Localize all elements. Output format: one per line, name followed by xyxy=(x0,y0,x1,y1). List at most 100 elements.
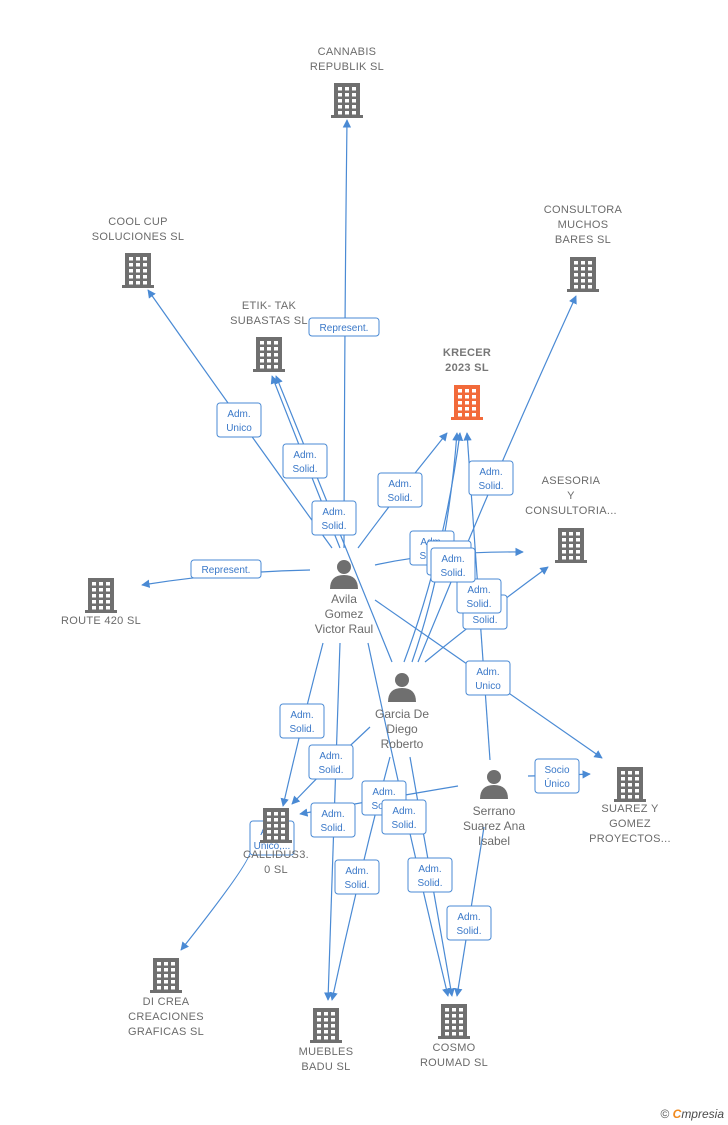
edge-label-box xyxy=(446,905,492,941)
company-name: 2023 SL xyxy=(445,362,489,374)
building-icon xyxy=(150,958,182,993)
company-name: GOMEZ xyxy=(609,818,651,830)
building-icon xyxy=(310,1008,342,1043)
company-node-coolcup[interactable]: COOL CUP SOLUCIONES SL xyxy=(92,216,185,288)
person-name: Victor Raul xyxy=(315,622,373,636)
brand-name: mpresia xyxy=(681,1107,724,1121)
edge-label-text: Solid. xyxy=(440,568,465,579)
edge-label-text: Solid. xyxy=(456,926,481,937)
edge-label-avila-callidus[interactable]: Adm. Solid. xyxy=(279,703,325,739)
edge-label-text: Solid. xyxy=(478,481,503,492)
edge-label-text: Solid. xyxy=(391,820,416,831)
edge-label-text: Solid. xyxy=(466,599,491,610)
edge-label-box xyxy=(377,472,423,508)
edge-label-box xyxy=(190,559,262,579)
company-name: COOL CUP xyxy=(108,216,167,228)
edge-label-text: Adm. xyxy=(372,787,395,798)
edge-label-text: Solid. xyxy=(289,724,314,735)
edge-label-text: Socio xyxy=(544,765,569,776)
edge-label-avila-cannabis[interactable]: Represent. xyxy=(308,317,380,337)
edge-label-text: Adm. xyxy=(441,554,464,565)
edge-label-text: Adm. xyxy=(290,710,313,721)
company-node-route[interactable]: ROUTE 420 SL xyxy=(61,578,141,627)
edge-label-avila-suarez[interactable]: Adm.Unico xyxy=(465,660,511,696)
edge-label-garcia-cosmo[interactable]: Adm.Solid. xyxy=(407,857,453,893)
edge-label-text: Adm. xyxy=(293,450,316,461)
edge-label-avila-cosmo[interactable]: Adm. Solid. xyxy=(381,799,427,835)
edge-label-serrano-krecer[interactable]: Adm.Solid. xyxy=(456,578,502,614)
edge-label-box xyxy=(534,758,580,794)
edge-label-avila-route[interactable]: Represent. xyxy=(190,559,262,579)
company-name: CREACIONES xyxy=(128,1011,204,1023)
person-name: Serrano xyxy=(473,804,516,818)
company-name: BARES SL xyxy=(555,234,611,246)
edge-label-text: Adm. xyxy=(322,507,345,518)
company-node-callidus[interactable]: CALLIDUS3.0 SL xyxy=(243,808,309,876)
edge-label-avila-muebles[interactable]: Adm.Solid. xyxy=(310,802,356,838)
company-node-krecer[interactable]: KRECER 2023 SL xyxy=(443,347,491,420)
person-icon xyxy=(388,673,416,702)
edge-label-garcia-krecer[interactable]: Adm. Solid. xyxy=(430,547,476,583)
edge-label-avila-krecer[interactable]: Adm.Solid. xyxy=(377,472,423,508)
edge-label-text: Solid. xyxy=(321,521,346,532)
company-name: MUCHOS xyxy=(558,219,609,231)
company-name: GRAFICAS SL xyxy=(128,1026,204,1038)
edge-label-garcia-consultora[interactable]: Adm.Solid. xyxy=(468,460,514,496)
edge-label-serrano-cosmo[interactable]: Adm.Solid. xyxy=(446,905,492,941)
edge-label-box xyxy=(308,317,380,337)
building-icon xyxy=(614,767,646,802)
edge-label-garcia-callidus[interactable]: Adm.Solid. xyxy=(308,744,354,780)
edge-label-box xyxy=(334,859,380,895)
company-name: ROUMAD SL xyxy=(420,1057,488,1069)
company-name: CONSULTORIA... xyxy=(525,505,617,517)
edge-label-garcia-muebles[interactable]: Adm.Solid. xyxy=(334,859,380,895)
company-name: SOLUCIONES SL xyxy=(92,231,185,243)
edge-label-box xyxy=(430,547,476,583)
company-name: Y xyxy=(567,490,575,502)
edge-label-text: Único xyxy=(544,777,570,790)
edge-label-text: Adm. xyxy=(392,806,415,817)
company-name: BADU SL xyxy=(301,1061,350,1073)
company-name: REPUBLIK SL xyxy=(310,61,384,73)
edge-label-text: Unico xyxy=(226,423,252,434)
person-name: Avila xyxy=(331,592,357,606)
copyright-symbol: © xyxy=(660,1107,670,1121)
edge-label-box xyxy=(468,460,514,496)
brand-logo-letter: C xyxy=(672,1107,682,1121)
edge-label-garcia-etik[interactable]: Adm. Solid. xyxy=(311,500,357,536)
building-icon xyxy=(438,1004,470,1039)
person-name: Isabel xyxy=(478,834,510,848)
company-node-asesoria[interactable]: ASESORIAYCONSULTORIA... xyxy=(525,475,617,563)
person-name: Suarez Ana xyxy=(463,819,525,833)
edge-label-avila-etik[interactable]: Adm.Solid. xyxy=(282,443,328,479)
company-name: KRECER xyxy=(443,347,491,359)
building-icon xyxy=(260,808,292,843)
edge-label-text: Solid. xyxy=(344,880,369,891)
building-icon xyxy=(555,528,587,563)
edge-label-text: Unico xyxy=(475,681,501,692)
brand-watermark: © Cmpresia xyxy=(660,1107,724,1121)
edge-label-box xyxy=(279,703,325,739)
company-name: SUAREZ Y xyxy=(601,803,659,815)
building-icon xyxy=(331,83,363,118)
edge-label-text: Adm. xyxy=(418,864,441,875)
person-name: Roberto xyxy=(381,737,424,751)
edge-callidus-dicrea xyxy=(180,849,251,951)
edge-label-text: Adm. xyxy=(388,479,411,490)
edge-label-avila-coolcup[interactable]: Adm.Unico xyxy=(216,402,262,438)
company-node-suarez[interactable]: SUAREZ YGOMEZPROYECTOS... xyxy=(589,767,671,845)
edge-label-box xyxy=(456,578,502,614)
building-icon xyxy=(567,257,599,292)
edge-label-box xyxy=(282,443,328,479)
person-name: Gomez xyxy=(325,607,364,621)
